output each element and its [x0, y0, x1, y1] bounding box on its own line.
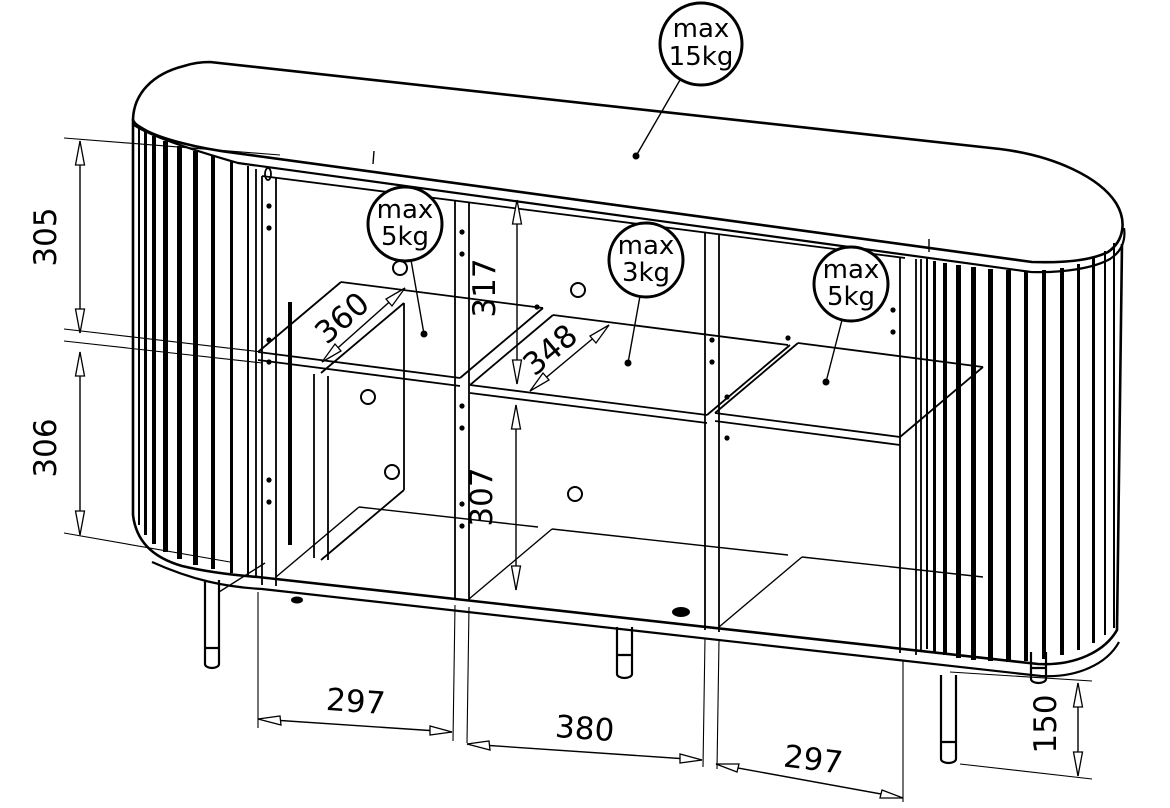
dim-label-360: 360 — [308, 285, 376, 351]
left-compartment-partition — [288, 302, 405, 561]
dim-label-380: 380 — [554, 709, 616, 749]
dim-label-297-left: 297 — [325, 682, 387, 722]
weight-badge-right-line2: 5kg — [827, 282, 875, 312]
dim-label-305: 305 — [28, 207, 64, 266]
legs — [203, 562, 1048, 765]
weight-badge-right-shelf — [812, 245, 890, 323]
weight-badge-left-shelf — [366, 185, 444, 263]
dim-label-306: 306 — [28, 418, 64, 477]
shelves — [257, 281, 984, 446]
dim-label-307: 307 — [464, 467, 500, 526]
weight-badge-right-line1: max — [823, 255, 880, 285]
dim-label-150: 150 — [1028, 694, 1064, 753]
weight-badge-top — [658, 1, 744, 87]
weight-badge-middle-line1: max — [618, 231, 675, 261]
cabinet-top-surface — [131, 60, 1126, 274]
compartment-floors — [275, 506, 984, 628]
weight-badge-middle-shelf — [607, 221, 685, 299]
weight-badges: max 15kg max 5kg max 3kg max 5kg — [366, 1, 890, 386]
interior-panels — [261, 167, 917, 655]
dim-label-297-right: 297 — [782, 739, 845, 782]
weight-badge-top-line2: 15kg — [669, 42, 734, 72]
dimension-labels: 305 306 317 307 360 348 297 380 297 150 — [28, 207, 1064, 781]
dim-label-348: 348 — [516, 318, 584, 384]
dim-label-317: 317 — [467, 258, 503, 317]
weight-badge-top-line1: max — [673, 14, 730, 44]
dimension-extension-lines — [63, 137, 1093, 802]
weight-badge-left-line1: max — [377, 195, 434, 225]
weight-badge-middle-line2: 3kg — [622, 258, 670, 288]
right-slatted-door — [926, 243, 1115, 662]
dimension-arrowheads — [74, 140, 1084, 799]
weight-badge-left-line2: 5kg — [381, 222, 429, 252]
shelf-pin-holes — [266, 203, 896, 529]
dimension-lines — [79, 141, 1079, 799]
back-panel-holes — [360, 260, 586, 502]
cabinet-sides-and-base — [131, 119, 1124, 678]
